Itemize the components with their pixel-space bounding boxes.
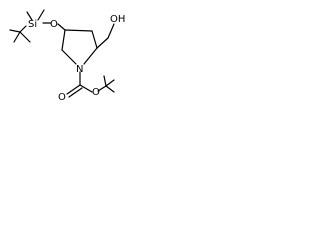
molecule-drawing: Si O OH N O O bbox=[9, 9, 125, 101]
bond-c3-c2 bbox=[91, 30, 98, 49]
bond-c2-ch2 bbox=[96, 37, 109, 49]
atom-label-oh: OH bbox=[110, 14, 125, 25]
atom-label-n: N bbox=[76, 64, 83, 75]
bond-tbu2-c3 bbox=[103, 75, 107, 87]
bond-ch2-oh bbox=[107, 23, 115, 39]
atom-label-si: Si bbox=[28, 19, 37, 30]
bond-si-methyl-1 bbox=[26, 11, 33, 21]
molecule-canvas: Si O OH N O O bbox=[0, 0, 135, 101]
bond-c5-c4 bbox=[61, 29, 66, 51]
atom-label-o-carbonyl: O bbox=[58, 92, 66, 101]
bond-tbu2-c1 bbox=[105, 79, 115, 87]
bond-carbonyl-o-double-1 bbox=[66, 84, 81, 95]
atom-label-o-silyl: O bbox=[50, 19, 58, 30]
bond-ester-o-tbu bbox=[97, 85, 107, 92]
bond-tbu2-c2 bbox=[105, 85, 115, 93]
bond-tbu-c3 bbox=[13, 31, 21, 43]
bond-c2-n bbox=[83, 47, 98, 65]
bond-o-c4 bbox=[57, 23, 66, 31]
bond-tbu-c2 bbox=[9, 29, 21, 33]
bond-tbu-c1 bbox=[19, 25, 27, 33]
bond-c4-c3 bbox=[64, 29, 93, 32]
bond-si-methyl-2 bbox=[37, 9, 45, 21]
bond-tbu-c4 bbox=[19, 31, 31, 43]
atom-label-o-ester: O bbox=[92, 87, 100, 98]
bond-carbonyl-ester-o bbox=[79, 84, 93, 93]
bond-carbonyl-o-double-2 bbox=[68, 87, 83, 98]
bond-n-c5 bbox=[61, 49, 77, 65]
